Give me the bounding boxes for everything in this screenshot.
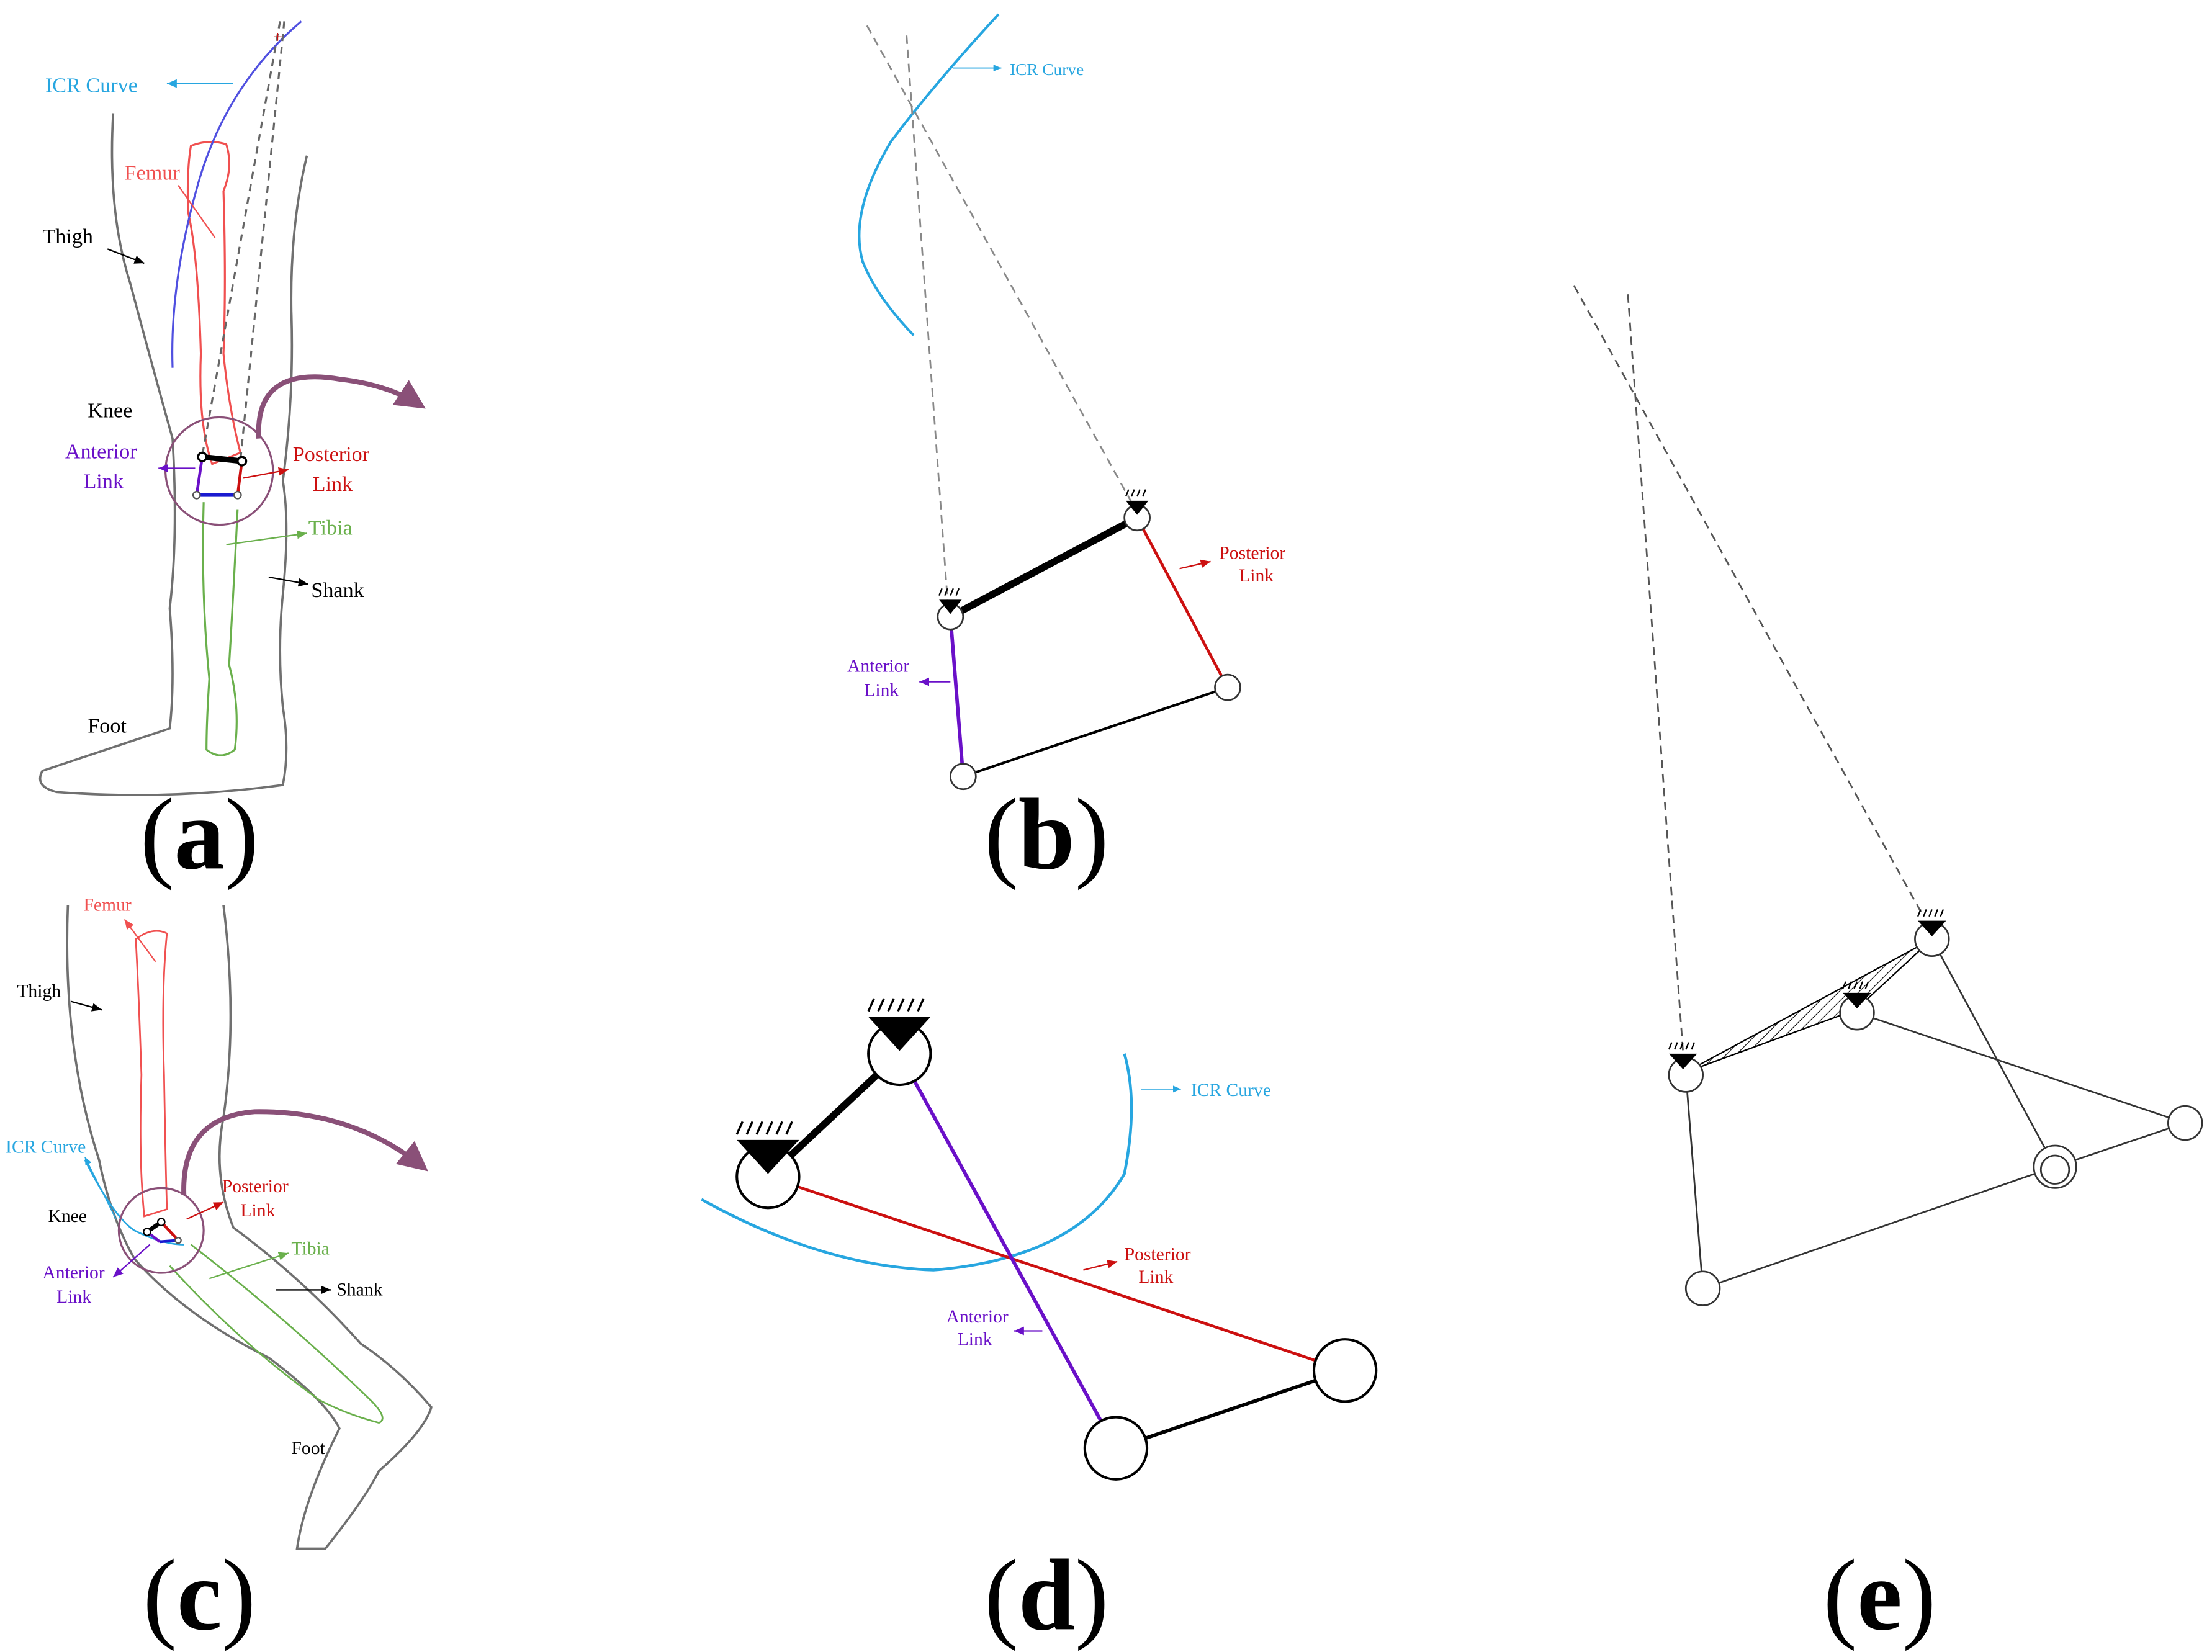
- label-tibia: Tibia: [291, 1239, 329, 1259]
- ground-symbol-c: [1843, 992, 1871, 1008]
- tibia-outline: [169, 1244, 384, 1424]
- panel-c: Femur Thigh ICR Curve Posterior Link Kne…: [6, 896, 433, 1651]
- label-posterior-link: Link: [1239, 566, 1274, 586]
- femur-pointer: [178, 185, 216, 238]
- leg-outline: [66, 905, 433, 1550]
- pivot-e-inner: [2039, 1154, 2070, 1185]
- leg-outline-front: [38, 113, 308, 796]
- ground-symbol-b: [868, 1017, 931, 1051]
- label-shank: Shank: [311, 579, 364, 602]
- label-femur: Femur: [125, 162, 181, 185]
- posterior-link: [1136, 517, 1229, 688]
- label-anterior: Anterior: [847, 657, 909, 676]
- hatched-coupler: [1685, 938, 1933, 1073]
- pivot-c: [949, 763, 977, 791]
- caption-a: (a): [140, 778, 259, 891]
- label-icr-curve: ICR Curve: [1010, 60, 1084, 79]
- label-icr-curve: ICR Curve: [45, 74, 138, 97]
- label-anterior-link: Link: [958, 1329, 992, 1349]
- panel-a: + ICR Curve Femur Thigh Knee Anterior Li…: [38, 20, 426, 891]
- dashed-line-anterior: [906, 35, 949, 601]
- caption-c: (c): [143, 1539, 256, 1651]
- label-shank: Shank: [336, 1280, 382, 1300]
- ground-link: [1115, 1368, 1346, 1450]
- tibia-outline: [202, 502, 239, 756]
- femur-outline: [135, 930, 168, 1218]
- panel-d: ICR Curve Posterior Link Anterior Link (…: [701, 998, 1378, 1651]
- label-thigh: Thigh: [42, 225, 93, 248]
- ground-symbol-b: [1918, 920, 1946, 936]
- label-posterior-link: Link: [313, 473, 353, 496]
- label-anterior-link: Link: [864, 680, 899, 700]
- label-anterior-link: Link: [83, 470, 124, 493]
- ground-symbol-a: [1668, 1053, 1697, 1069]
- ground-symbol-b: [1125, 500, 1149, 515]
- label-thigh: Thigh: [17, 982, 61, 1002]
- label-posterior: Posterior: [293, 443, 370, 466]
- posterior-link: [767, 1175, 1346, 1372]
- label-icr-curve: ICR Curve: [1191, 1080, 1271, 1100]
- anterior-link: [195, 456, 204, 496]
- coupler-link: [948, 514, 1139, 620]
- caption-d: (d): [984, 1539, 1109, 1651]
- icr-curve: [171, 20, 302, 368]
- label-knee: Knee: [88, 399, 132, 422]
- label-posterior: Posterior: [1125, 1245, 1191, 1265]
- label-foot: Foot: [291, 1439, 325, 1458]
- pivot-c: [1083, 1416, 1149, 1481]
- label-posterior-link: Link: [240, 1201, 275, 1221]
- icr-curve: [858, 13, 1000, 336]
- panel-b: ICR Curve Posterior Link Anterior Link (…: [847, 13, 1285, 891]
- pivot-f: [2167, 1105, 2203, 1141]
- label-icr-curve: ICR Curve: [6, 1137, 86, 1157]
- coupler-link: [202, 454, 243, 464]
- label-anterior-link: Link: [56, 1287, 91, 1307]
- caption-e: (e): [1823, 1539, 1936, 1651]
- label-anterior: Anterior: [42, 1263, 104, 1283]
- icr-point-marker: +: [273, 28, 282, 47]
- label-anterior: Anterior: [946, 1307, 1008, 1327]
- label-foot: Foot: [88, 715, 127, 738]
- knee-magnify-circle: [117, 1187, 205, 1274]
- magnify-arrow: [181, 1109, 428, 1195]
- pivot-d: [1312, 1338, 1378, 1403]
- panel-e: (e): [1573, 285, 2203, 1651]
- label-knee: Knee: [48, 1206, 86, 1226]
- label-tibia: Tibia: [308, 517, 353, 540]
- ground-link: [963, 686, 1228, 778]
- dashed-line-posterior: [866, 25, 1133, 503]
- anterior-link: [897, 1053, 1118, 1450]
- magnify-arrow: [256, 374, 426, 439]
- label-posterior: Posterior: [222, 1177, 289, 1196]
- anterior-link: [948, 616, 965, 777]
- dashed-line-2: [1627, 294, 1684, 1053]
- caption-b: (b): [984, 778, 1109, 891]
- dashed-line-1: [201, 21, 281, 456]
- label-femur: Femur: [83, 896, 131, 915]
- dashed-line-2: [239, 21, 285, 460]
- pivot-d: [1214, 673, 1241, 701]
- dashed-line-1: [1573, 285, 1925, 917]
- icr-curve: [701, 1053, 1133, 1272]
- ground-symbol-a: [939, 599, 962, 614]
- label-posterior-link: Link: [1138, 1267, 1173, 1287]
- label-anterior: Anterior: [65, 441, 137, 464]
- posterior-link: [236, 460, 243, 496]
- femur-outline: [186, 141, 242, 465]
- label-posterior: Posterior: [1219, 543, 1285, 563]
- ground-symbol-a: [737, 1139, 799, 1174]
- pivot-d: [1684, 1270, 1721, 1306]
